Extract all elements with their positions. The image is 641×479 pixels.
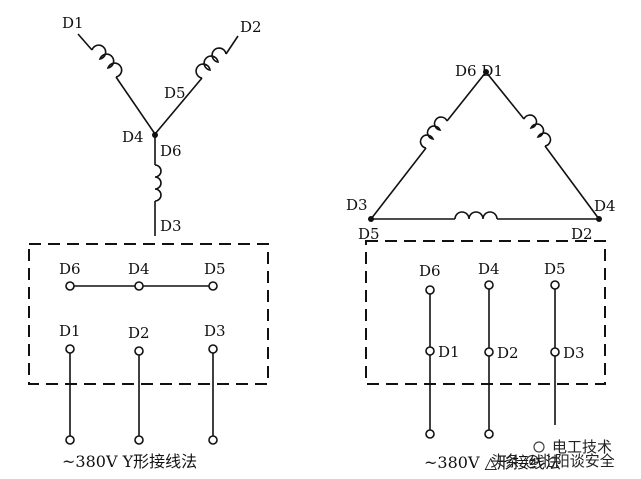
delta-winding-bottom: [371, 211, 599, 220]
label-d6-d1: D6 D1: [455, 62, 503, 80]
watermark-line2: 头条 @北阳谈安全: [490, 452, 615, 470]
box-label-d6: D6: [419, 262, 441, 280]
label-d4: D4: [122, 128, 144, 146]
terminal-d5: [550, 280, 560, 290]
terminal-d4: [484, 280, 494, 290]
box-label-d2: D2: [128, 324, 150, 342]
box-label-d1: D1: [438, 343, 460, 361]
supply-terminal-2: [484, 429, 494, 439]
box-label-d5: D5: [544, 260, 566, 278]
box-label-d6: D6: [59, 260, 81, 278]
terminal-d2: [134, 346, 144, 356]
supply-terminal-1: [425, 429, 435, 439]
star-connection-diagram: D1 D2 D5 D4 D6 D3 D6 D4 D5 D1 D2 D3 ~380…: [28, 14, 269, 471]
terminal-d6: [65, 281, 75, 291]
watermark-line1: 电工技术: [552, 438, 612, 456]
terminal-d2: [484, 347, 494, 357]
label-d1: D1: [62, 14, 84, 32]
delta-terminal-box: [365, 240, 606, 385]
delta-node-left: [368, 216, 374, 222]
label-d3: D3: [160, 217, 182, 235]
delta-winding-right: [485, 71, 600, 220]
wechat-icon: [533, 441, 545, 453]
terminal-d6: [425, 285, 435, 295]
supply-terminal-3: [208, 435, 218, 445]
star-terminal-box: [28, 243, 269, 385]
terminal-d3: [550, 347, 560, 357]
delta-winding-left: [370, 71, 487, 220]
box-label-d3: D3: [204, 322, 226, 340]
label-d4: D4: [594, 197, 616, 215]
label-d5: D5: [358, 225, 380, 243]
supply-terminal-2: [134, 435, 144, 445]
terminal-d3: [208, 344, 218, 354]
box-label-d2: D2: [497, 344, 519, 362]
supply-terminal-1: [65, 435, 75, 445]
star-winding-d2-d5: [154, 35, 239, 135]
terminal-d1: [65, 344, 75, 354]
box-label-d4: D4: [128, 260, 150, 278]
star-caption: ~380V Y形接线法: [62, 452, 197, 471]
delta-node-top: [483, 69, 489, 75]
label-d3: D3: [346, 196, 368, 214]
label-d5: D5: [164, 84, 186, 102]
delta-connection-diagram: D6 D1 D3 D4 D5 D2 D6 D4 D5 D1 D2 D3 ~380…: [346, 62, 616, 472]
terminal-d5: [208, 281, 218, 291]
delta-node-right: [596, 216, 602, 222]
delta-caption: ~380V △形接线法: [424, 453, 561, 472]
box-label-d5: D5: [204, 260, 226, 278]
box-label-d3: D3: [563, 344, 585, 362]
star-winding-d1-d4: [77, 33, 156, 135]
label-d6: D6: [160, 142, 182, 160]
label-d2: D2: [240, 18, 262, 36]
box-label-d1: D1: [59, 322, 81, 340]
box-label-d4: D4: [478, 260, 500, 278]
terminal-d1: [425, 346, 435, 356]
label-d2: D2: [571, 225, 593, 243]
watermark: 电工技术 头条 @北阳谈安全: [490, 438, 615, 470]
terminal-d4: [134, 281, 144, 291]
star-winding-d6-d3: [154, 135, 162, 236]
